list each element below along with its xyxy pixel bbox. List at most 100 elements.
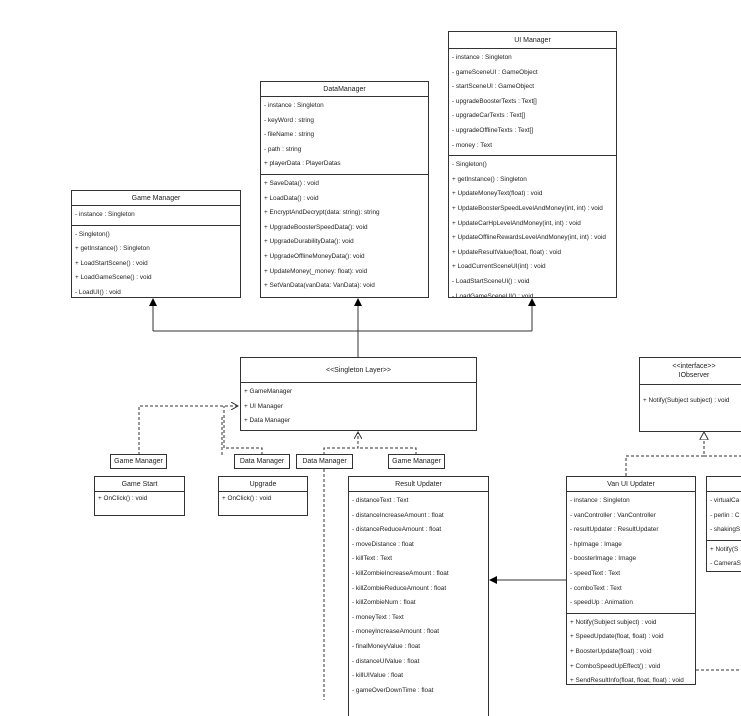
member-row: + LoadData() : void xyxy=(264,194,319,202)
methods-section: + SaveData() : void + LoadData() : void + … xyxy=(261,175,428,296)
member-row: - upgradeCarTexts : Text[] xyxy=(452,112,526,120)
member-row: + SaveData() : void xyxy=(264,179,319,187)
stereotype-label: <<interface>> xyxy=(672,363,716,370)
class-game-start[interactable]: Game Start + OnClick() : void xyxy=(94,476,185,516)
class-partial-right[interactable]: - virtualCa- perlin : C- shakingS + Noti… xyxy=(706,476,741,572)
member-row: - LoadUI() : void xyxy=(75,288,121,296)
member-row: - perlin : C xyxy=(710,511,740,519)
member-row: + OnClick() : void xyxy=(222,495,272,502)
interface-iobserver[interactable]: <<interface>> IObserver + Notify(Subject… xyxy=(639,357,741,432)
member-row: + OnClick() : void xyxy=(98,495,148,502)
member-row: + Notify(Subject subject) : void xyxy=(570,618,657,626)
member-row: - moveDistance : float xyxy=(352,540,414,548)
member-row: + UpgradeBoosterSpeedData(): void xyxy=(264,223,368,231)
member-row: - killZombieReduceAmount : float xyxy=(352,584,447,592)
member-row: - upgradeOfflineTexts : Text[] xyxy=(452,126,534,134)
methods-section: + Notify(Subject subject) : void+ SpeedU… xyxy=(567,614,695,685)
tag-game-manager: Game Manager xyxy=(110,454,167,469)
member-row: - Singleton() xyxy=(75,230,110,238)
member-row: + getInstance() : Singleton xyxy=(452,175,527,183)
member-row: - distanceIncreaseAmount : float xyxy=(352,511,444,519)
member-row: - gameOverDownTime : float xyxy=(352,686,434,694)
member-row: - LoadStartSceneUI() : void xyxy=(452,277,530,285)
member-row: + SetVanData(vanData: VanData): void xyxy=(264,282,375,290)
member-row: - keyWord : string xyxy=(264,116,314,124)
fields-section: - instance : Singleton - keyWord : string… xyxy=(261,97,428,175)
member-row: - instance : Singleton xyxy=(75,211,135,218)
member-row: + LoadGameScene() : void xyxy=(75,274,152,282)
member-row: - instance : Singleton xyxy=(264,102,324,109)
member-row: + ComboSpeedUpEffect() : void xyxy=(570,662,661,670)
member-row: - distanceUIValue : float xyxy=(352,657,420,665)
member-row: - LoadGameSceneUI() : void xyxy=(452,292,534,298)
fields-section: + GameManager+ UI Manager+ Data Manager xyxy=(241,383,476,430)
class-title: Game Manager xyxy=(72,191,240,206)
fields-section: - instance : Singleton- gameSceneUI : Ga… xyxy=(449,49,616,157)
member-row: + SendResultInfo(float, float, float) : … xyxy=(570,677,684,685)
tag-data-manager-result: Data Manager xyxy=(296,454,353,469)
class-upgrade[interactable]: Upgrade + OnClick() : void xyxy=(218,476,308,516)
member-row: + UpgradeOfflineMoneyData(): void xyxy=(264,252,365,260)
member-row: - hpImage : Image xyxy=(570,540,622,548)
member-row: - CameraS xyxy=(710,560,741,568)
fields-section: - instance : Singleton - vanController : … xyxy=(567,492,695,614)
member-row: + LoadStartScene() : void xyxy=(75,259,148,267)
member-row: + UpdateMoney(_money: float): void xyxy=(264,267,368,275)
member-row: + UpdateOfflineRewardsLevelAndMoney(int,… xyxy=(452,234,606,242)
member-row: + UI Manager xyxy=(244,402,283,410)
class-title: Game Start xyxy=(95,477,184,492)
member-row: + getInstance() : Singleton xyxy=(75,245,150,253)
class-result-updater[interactable]: Result Updater - distanceText : Text- di… xyxy=(348,476,489,716)
member-row: + Notify(S xyxy=(710,545,739,553)
methods-section: + Notify(S - CameraS xyxy=(707,541,741,571)
member-row: - virtualCa xyxy=(710,497,740,504)
fields-section: - virtualCa- perlin : C- shakingS xyxy=(707,492,741,541)
class-data-manager[interactable]: DataManager - instance : Singleton - keyW… xyxy=(260,81,429,298)
class-van-ui-updater[interactable]: Van UI Updater - instance : Singleton - v… xyxy=(566,476,696,685)
member-row: - fileName : string xyxy=(264,131,315,139)
member-row: - killUIValue : float xyxy=(352,672,404,680)
methods-section: - Singleton() + getInstance() : Singleton… xyxy=(449,156,616,298)
class-title: DataManager xyxy=(261,82,428,97)
member-row: - speedText : Text xyxy=(570,569,620,577)
member-row: - killText : Text xyxy=(352,555,393,563)
class-singleton-layer[interactable]: <<Singleton Layer>> + GameManager + UI Ma… xyxy=(240,357,477,431)
member-row: - money : Text xyxy=(452,141,493,149)
member-row: - moneyText : Text xyxy=(352,613,404,621)
class-game-manager[interactable]: Game Manager - instance : Singleton - Si… xyxy=(71,190,241,298)
member-row: - path : string xyxy=(264,145,302,153)
member-row: + Notify(Subject subject) : void xyxy=(643,397,730,404)
member-row: - distanceText : Text xyxy=(352,497,409,504)
class-title: Van UI Updater xyxy=(567,477,695,492)
member-row: - instance : Singleton xyxy=(570,497,630,504)
class-title: <<interface>> IObserver xyxy=(640,358,741,385)
relationship-lines xyxy=(138,298,741,700)
fields-section: - instance : Singleton xyxy=(72,206,240,226)
member-row: + LoadCurrentSceneUI(int) : void xyxy=(452,263,546,271)
member-row: - boosterImage : Image xyxy=(570,555,637,563)
member-row: - Singleton() xyxy=(452,161,487,169)
member-row: - startSceneUI : GameObject xyxy=(452,83,535,91)
member-row: + playerData : PlayerDatas xyxy=(264,160,341,168)
member-row: + UpdateBoosterSpeedLevelAndMoney(int, i… xyxy=(452,204,603,212)
member-row: + GameManager xyxy=(244,388,293,395)
member-row: - finalMoneyValue : float xyxy=(352,642,421,650)
realize-iobserver xyxy=(625,432,704,476)
methods-section: + Notify(Subject subject) : void xyxy=(640,385,741,411)
member-row: + UpdateMoneyText(float) : void xyxy=(452,190,543,198)
class-ui-manager[interactable]: UI Manager - instance : Singleton- gameS… xyxy=(448,31,617,298)
class-title xyxy=(707,477,741,492)
member-row: + UpdateResultValue(float, float) : void xyxy=(452,248,562,256)
fields-section: - distanceText : Text - distanceIncreaseA… xyxy=(349,492,488,700)
dep-upgrade-dm xyxy=(223,406,263,455)
class-title: <<Singleton Layer>> xyxy=(241,358,476,383)
member-row: - vanController : VanController xyxy=(570,511,656,519)
member-row: + EncryptAndDecrypt(data: string): strin… xyxy=(264,209,380,217)
member-row: - speedUp : Animation xyxy=(570,599,633,607)
dep-result-layer-2 xyxy=(358,447,417,455)
methods-section: + OnClick() : void xyxy=(95,492,184,509)
dep-gamestart-layer xyxy=(138,406,238,455)
methods-section: - Singleton() + getInstance() : Singleton… xyxy=(72,226,240,297)
member-row: + UpgradeDurabilityData(): void xyxy=(264,238,354,246)
tag-game-manager-result: Game Manager xyxy=(388,454,445,469)
